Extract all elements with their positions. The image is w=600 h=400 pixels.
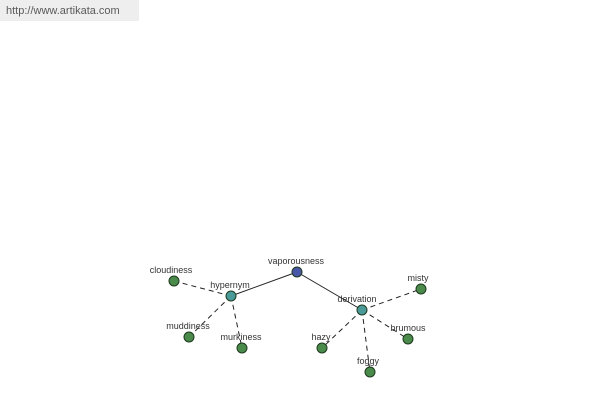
node-brumous[interactable] <box>402 333 414 345</box>
source-url-banner[interactable]: http://www.artikata.com <box>0 0 139 21</box>
node-foggy[interactable] <box>364 366 376 378</box>
edge-hypernym-cloudiness <box>173 280 232 297</box>
label-murkiness[interactable]: murkiness <box>220 332 262 342</box>
node-cloudiness[interactable] <box>168 275 180 287</box>
node-misty[interactable] <box>415 283 427 295</box>
node-root[interactable] <box>291 266 303 278</box>
node-muddiness[interactable] <box>183 331 195 343</box>
edge-derivation-foggy <box>361 309 371 373</box>
label-cloudiness[interactable]: cloudiness <box>150 265 193 275</box>
edge-hypernym-muddiness <box>188 295 232 338</box>
edge-root-derivation <box>296 271 363 311</box>
edge-root-hypernym <box>230 271 298 297</box>
edge-derivation-hazy <box>321 309 363 349</box>
edge-derivation-misty <box>361 288 422 311</box>
label-foggy[interactable]: foggy <box>357 356 380 366</box>
label-brumous[interactable]: brumous <box>390 323 426 333</box>
node-hypernym[interactable] <box>225 290 237 302</box>
label-root[interactable]: vaporousness <box>268 256 325 266</box>
label-derivation[interactable]: derivation <box>337 294 376 304</box>
label-misty[interactable]: misty <box>408 273 429 283</box>
edge-derivation-brumous <box>361 309 409 340</box>
label-muddiness[interactable]: muddiness <box>166 321 210 331</box>
label-hypernym[interactable]: hypernym <box>210 280 250 290</box>
node-hazy[interactable] <box>316 342 328 354</box>
node-derivation[interactable] <box>356 304 368 316</box>
node-murkiness[interactable] <box>236 342 248 354</box>
label-hazy[interactable]: hazy <box>311 332 331 342</box>
